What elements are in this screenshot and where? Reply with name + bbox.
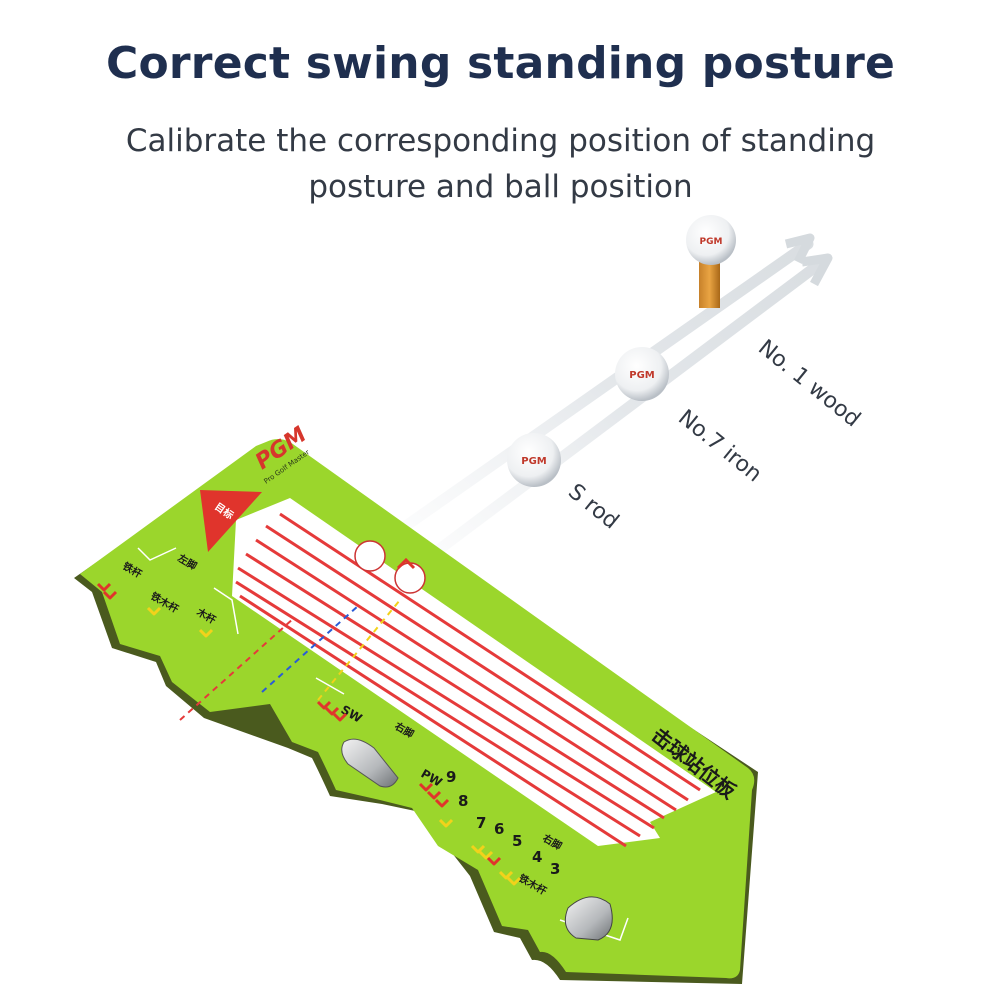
ball-marker-1 (354, 540, 386, 572)
ball-srod-group: PGM (507, 433, 561, 487)
chevron-icon (96, 582, 112, 592)
iron-number: 8 (458, 792, 468, 810)
chevron-icon (418, 782, 434, 792)
alignment-line (265, 524, 689, 802)
alignment-line (239, 594, 627, 848)
iron-number: 6 (494, 820, 504, 838)
ball-iron-group: PGM (615, 347, 669, 401)
stance-guide (213, 587, 239, 635)
trail-arrow-1 (394, 238, 814, 536)
chevron-icon (426, 790, 442, 800)
page-title: Correct swing standing posture (105, 38, 896, 89)
chevron-icon (324, 706, 340, 716)
iron-number: 4 (532, 848, 542, 866)
chevron-icon (470, 844, 486, 854)
alignment-line (279, 512, 701, 792)
iron-number: 3 (550, 860, 560, 878)
target-triangle (200, 490, 262, 552)
alignment-line (245, 552, 665, 820)
alignment-line (235, 580, 641, 838)
iron-number: 9 (446, 768, 456, 786)
ball-logo: PGM (521, 456, 547, 467)
subtitle-line-2: posture and ball position (308, 169, 693, 205)
iron-number: 5 (512, 832, 522, 850)
chevron-icon (498, 870, 514, 880)
chevron-icon (316, 700, 332, 710)
chevron-icon (486, 856, 502, 866)
label-no7-iron: No.7 iron (673, 405, 766, 487)
golf-ball-icon (686, 215, 736, 265)
alignment-lines (235, 512, 701, 848)
ball-flight-arrows (394, 233, 833, 566)
chevron-icon (198, 628, 214, 638)
ball-position-dashes (179, 599, 401, 721)
chevron-icon (438, 818, 454, 828)
stance-guide (315, 677, 345, 695)
chevron-markers (96, 582, 522, 886)
chevron-icon (434, 798, 450, 808)
chevron-icon (506, 876, 522, 886)
ball-marker-arrow (396, 557, 416, 570)
tee-ball-group: PGM (686, 215, 736, 308)
driver-head-icon (564, 896, 613, 941)
label-s-rod: S rod (563, 479, 623, 534)
label-no1-wood: No. 1 wood (753, 335, 865, 432)
trail-arrowhead-1 (784, 233, 815, 265)
hitting-mat: 目标 PGM Pro Golf Master 击球站位板 左脚 铁杆 铁木杆 木… (74, 422, 758, 984)
iron-head-icon (341, 738, 399, 788)
trail-arrowhead-2 (801, 253, 833, 287)
page-subtitle: Calibrate the corresponding position of … (80, 118, 921, 210)
chevron-icon (146, 606, 162, 616)
alignment-line (237, 566, 655, 830)
golf-ball-icon (507, 433, 561, 487)
iron-numbers: 9 8 7 6 5 4 3 (446, 768, 560, 878)
trail-arrow-2 (419, 256, 828, 566)
golf-ball-icon (615, 347, 669, 401)
alignment-line (255, 538, 677, 812)
stance-guide (137, 547, 177, 561)
ball-logo: PGM (700, 237, 723, 247)
iron-number: 7 (476, 814, 486, 832)
chevron-icon (102, 590, 118, 600)
ball-logo: PGM (629, 370, 655, 381)
tee-icon (699, 258, 720, 308)
subtitle-line-1: Calibrate the corresponding position of … (125, 123, 876, 159)
chevron-icon (332, 712, 348, 722)
chevron-icon (478, 850, 494, 860)
dash-line-red (179, 617, 295, 721)
